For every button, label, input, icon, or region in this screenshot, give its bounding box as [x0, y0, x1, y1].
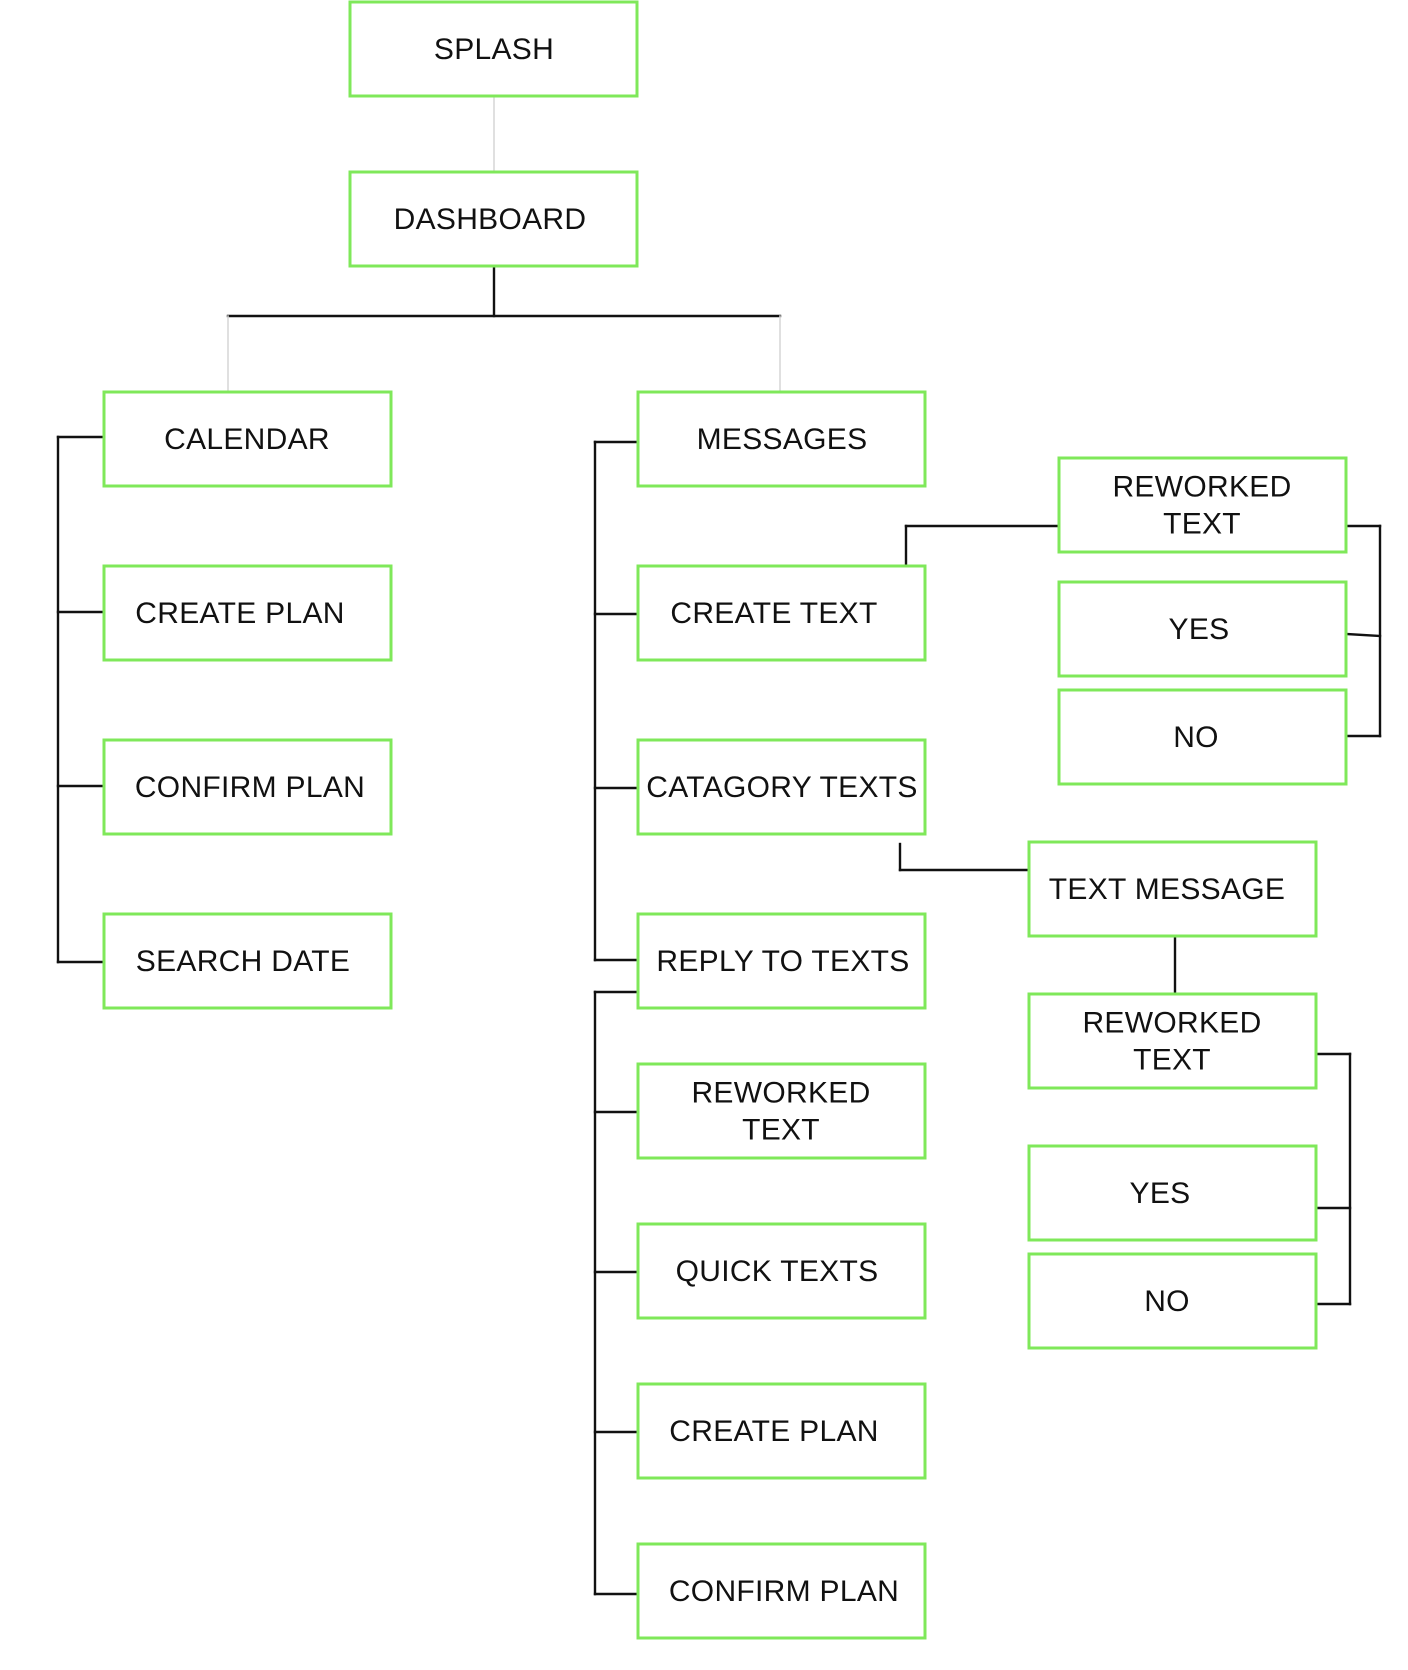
node-calendar: CALENDAR	[102, 390, 393, 488]
node-msg-confirm-plan: CONFIRM PLAN	[636, 1542, 927, 1640]
node-label: SEARCH DATE	[136, 945, 350, 978]
node-box	[1057, 580, 1348, 678]
node-box	[1027, 1144, 1318, 1242]
node-box	[1027, 992, 1318, 1090]
node-label: NO	[1173, 721, 1219, 754]
node-cal-confirm-plan: CONFIRM PLAN	[102, 738, 393, 836]
connector-lines	[56, 95, 1382, 1596]
node-cal-search-date: SEARCH DATE	[102, 912, 393, 1010]
node-box	[636, 564, 927, 662]
node-label: REPLY TO TEXTS	[656, 945, 909, 978]
node-cat-no: NO	[1027, 1252, 1318, 1350]
node-box	[636, 912, 927, 1010]
node-label: TEXT	[1133, 1044, 1211, 1077]
node-splash: SPLASH	[348, 0, 639, 98]
node-label: CONFIRM PLAN	[669, 1575, 899, 1608]
node-label: TEXT	[1163, 508, 1241, 541]
node-reply-to-texts: REPLY TO TEXTS	[636, 912, 927, 1010]
node-create-yes: YES	[1057, 580, 1348, 678]
node-label: SPLASH	[434, 33, 554, 66]
node-label: DASHBOARD	[394, 203, 587, 236]
node-box	[636, 1222, 927, 1320]
node-cat-yes: YES	[1027, 1144, 1318, 1242]
node-label: QUICK TEXTS	[676, 1255, 879, 1288]
node-box	[636, 738, 927, 836]
node-label: NO	[1144, 1285, 1190, 1318]
node-box	[1057, 688, 1348, 786]
node-cal-create-plan: CREATE PLAN	[102, 564, 393, 662]
node-box	[348, 170, 639, 268]
node-label: TEXT MESSAGE	[1049, 873, 1285, 906]
node-msg-create-plan: CREATE PLAN	[636, 1382, 927, 1480]
node-box	[636, 1062, 927, 1160]
node-box	[348, 0, 639, 98]
node-label: MESSAGES	[697, 423, 868, 456]
node-create-no: NO	[1057, 688, 1348, 786]
node-reply-reworked-text: REWORKED TEXT	[636, 1062, 927, 1160]
node-label: CREATE PLAN	[669, 1415, 878, 1448]
node-label: REWORKED	[1112, 471, 1291, 504]
node-box	[102, 912, 393, 1010]
node-create-reworked-text: REWORKED TEXT	[1057, 456, 1348, 554]
node-label: YES	[1130, 1177, 1191, 1210]
node-box	[1027, 1252, 1318, 1350]
node-box	[102, 738, 393, 836]
node-messages: MESSAGES	[636, 390, 927, 488]
node-catagory-texts: CATAGORY TEXTS	[636, 738, 927, 836]
node-box	[636, 390, 927, 488]
node-text-message: TEXT MESSAGE	[1027, 840, 1318, 938]
node-quick-texts: QUICK TEXTS	[636, 1222, 927, 1320]
node-box	[102, 390, 393, 488]
node-box	[1057, 456, 1348, 554]
node-label: TEXT	[742, 1114, 820, 1147]
node-box	[102, 564, 393, 662]
node-label: REWORKED	[1082, 1007, 1261, 1040]
node-label: CATAGORY TEXTS	[646, 771, 918, 804]
node-label: YES	[1169, 613, 1230, 646]
node-box	[636, 1382, 927, 1480]
node-create-text: CREATE TEXT	[636, 564, 927, 662]
node-box	[1027, 840, 1318, 938]
connector-line	[1344, 632, 1382, 638]
node-label: CREATE TEXT	[670, 597, 877, 630]
node-cat-reworked-text: REWORKED TEXT	[1027, 992, 1318, 1090]
node-box	[636, 1542, 927, 1640]
node-label: CONFIRM PLAN	[135, 771, 365, 804]
node-dashboard: DASHBOARD	[348, 170, 639, 268]
diagram-nodes: SPLASH DASHBOARD CALENDAR CREATE PLAN CONFIR…	[102, 0, 1348, 1640]
node-label: CREATE PLAN	[135, 597, 344, 630]
node-label: REWORKED	[691, 1077, 870, 1110]
node-label: CALENDAR	[164, 423, 330, 456]
